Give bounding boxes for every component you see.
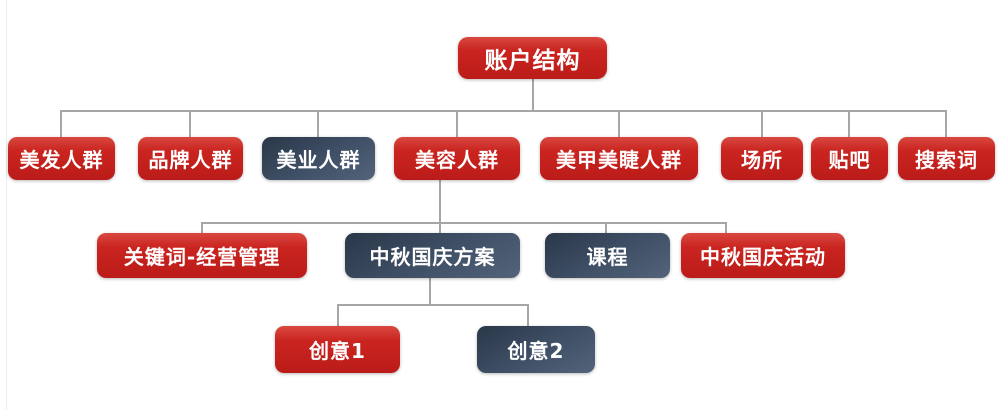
node-hairdressing-audience: 美发人群 (8, 137, 115, 180)
connector-drop-courses (605, 222, 607, 233)
connector-level1-horizontal (60, 110, 947, 112)
node-keywords-management: 关键词-经营管理 (97, 233, 307, 278)
connector-drop-beauty-audience (456, 110, 458, 137)
connector-level3-horizontal (337, 304, 529, 306)
connector-beauty-audience-vertical (439, 180, 441, 233)
connector-drop-search-terms (945, 110, 947, 137)
connector-drop-tieba (848, 110, 850, 137)
connector-mid-autumn-plan-vertical (429, 278, 431, 304)
node-venues: 场所 (721, 137, 803, 180)
connector-root-vertical (532, 79, 534, 110)
screen-edge-line (6, 0, 7, 410)
connector-drop-hair-audience (60, 110, 62, 137)
connector-drop-creative-1 (337, 304, 339, 326)
node-creative-2: 创意2 (477, 326, 595, 373)
connector-drop-creative-2 (527, 304, 529, 326)
node-mid-autumn-national-day-activity: 中秋国庆活动 (681, 233, 845, 278)
node-account-structure: 账户结构 (458, 37, 607, 79)
node-mid-autumn-national-day-plan: 中秋国庆方案 (345, 233, 520, 278)
node-nail-eyelash-audience: 美甲美睫人群 (540, 137, 698, 180)
connector-drop-keywords-management (201, 222, 203, 233)
node-beauty-industry-audience: 美业人群 (262, 137, 375, 180)
connector-drop-mid-autumn-activity (725, 222, 727, 233)
connector-drop-beauty-industry-audience (317, 110, 319, 137)
connector-drop-nail-eyelash-audience (618, 110, 620, 137)
node-search-terms: 搜索词 (898, 137, 995, 180)
node-brand-audience: 品牌人群 (138, 137, 243, 180)
connector-drop-venues (761, 110, 763, 137)
node-creative-1: 创意1 (275, 326, 400, 373)
node-courses: 课程 (545, 233, 670, 278)
connector-level2-horizontal (201, 222, 727, 224)
connector-drop-brand-audience (189, 110, 191, 137)
node-tieba: 贴吧 (811, 137, 888, 180)
node-beauty-audience: 美容人群 (394, 137, 520, 180)
